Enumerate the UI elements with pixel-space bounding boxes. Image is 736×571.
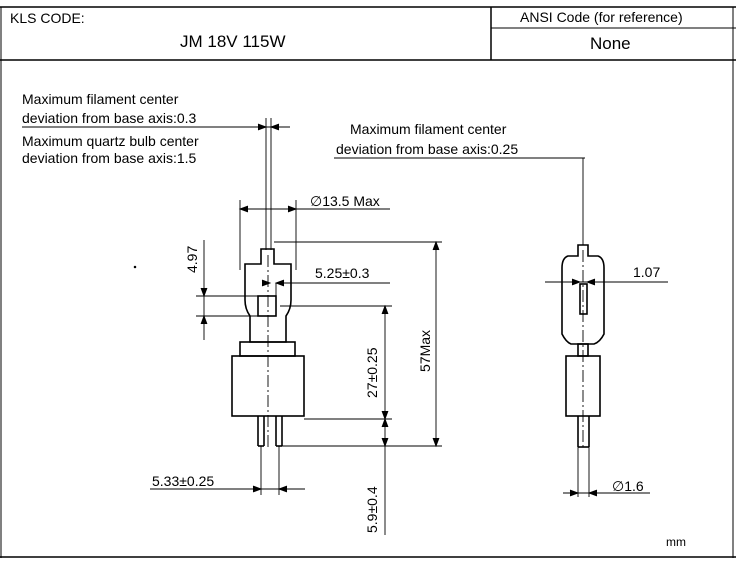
dim-light-center: 27±0.25 [364, 347, 380, 398]
side-note-line2: deviation from base axis:0.25 [336, 141, 518, 157]
header-frame [0, 6, 736, 558]
dim-filament-offset: 4.97 [184, 246, 200, 273]
front-note1-line2: deviation from base axis:0.3 [22, 110, 197, 126]
kls-code-label: KLS CODE: [10, 10, 85, 26]
front-note2-line2: deviation from base axis:1.5 [22, 150, 197, 166]
side-bulb-outline [561, 244, 605, 345]
kls-code-value: JM 18V 115W [180, 32, 286, 51]
dim-pin-diameter: ∅1.6 [612, 478, 644, 494]
front-note2-line1: Maximum quartz bulb center [22, 133, 199, 149]
front-note1-line1: Maximum filament center [22, 91, 179, 107]
side-note-line1: Maximum filament center [350, 121, 507, 137]
front-filament [257, 295, 277, 317]
dim-filament-width: 5.25±0.3 [315, 265, 370, 281]
side-construction-lines [133, 157, 668, 497]
ansi-code-value: None [590, 34, 631, 53]
dim-pin-length: 5.9±0.4 [364, 486, 380, 533]
dim-pin-spacing: 5.33±0.25 [152, 473, 214, 489]
dim-bulb-diameter: ∅13.5 Max [310, 193, 380, 209]
ansi-code-label: ANSI Code (for reference) [520, 9, 683, 25]
dim-side-filament: 1.07 [633, 264, 660, 280]
units-label: mm [666, 535, 686, 549]
front-bulb-collar [239, 341, 296, 357]
front-construction-lines [22, 118, 442, 535]
dim-overall-length: 57Max [417, 330, 433, 372]
side-filament [579, 283, 588, 315]
